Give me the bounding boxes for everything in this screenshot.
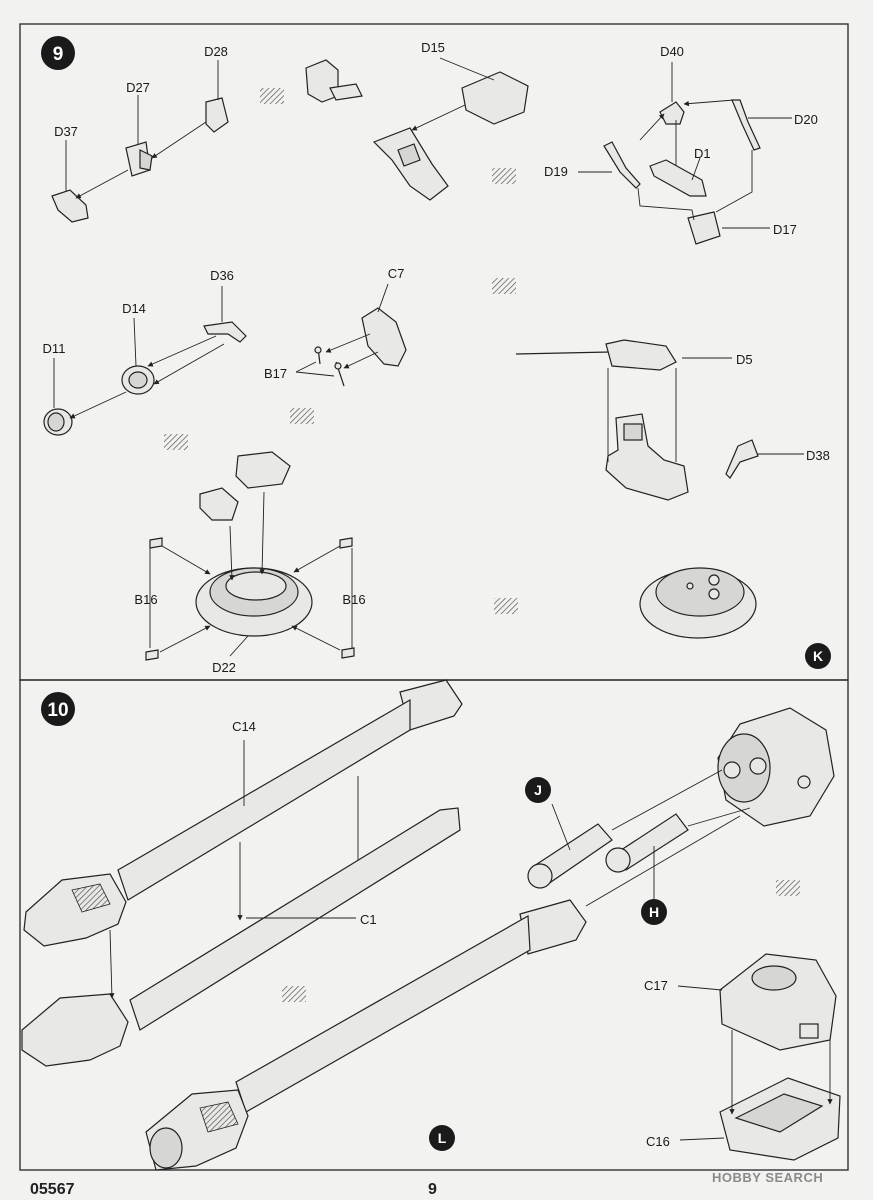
- part-d22-b16-assembly: B16 B16 D22: [134, 451, 366, 675]
- page-number: 9: [428, 1181, 437, 1198]
- marker-l: L: [429, 1125, 455, 1151]
- step9-number: 9: [53, 44, 64, 65]
- product-code: 05567: [30, 1181, 75, 1198]
- part-d15-assembly: D15: [305, 40, 529, 201]
- label-d19: D19: [544, 164, 568, 179]
- svg-text:J: J: [534, 782, 542, 798]
- label-d11: D11: [43, 341, 66, 356]
- hatched-arrow-hint: [282, 986, 306, 1002]
- hatched-arrow-hint: [164, 434, 188, 450]
- part-d5-d38-assembly: D5 D38: [515, 339, 830, 501]
- part-d40-d20-d1-d19-d17-assembly: D40 D20 D1 D19 D17: [544, 44, 818, 245]
- svg-text:H: H: [649, 904, 659, 920]
- label-d1: D1: [694, 146, 711, 161]
- marker-k: K: [805, 643, 831, 669]
- hatched-arrow-hint: [290, 408, 314, 424]
- hatched-arrow-hint: [492, 168, 516, 184]
- label-b17: B17: [264, 366, 287, 381]
- watermark-logo: HOBBY SEARCH: [712, 1170, 824, 1185]
- label-c7: C7: [388, 266, 405, 281]
- step10-badge: 10: [41, 692, 75, 726]
- label-d15: D15: [421, 40, 445, 55]
- part-recoil-cylinders: [527, 769, 751, 907]
- step10-frame: [19, 679, 849, 1171]
- part-d37-d27-d28-assembly: D28 D27 D37: [51, 44, 229, 223]
- marker-j: J: [525, 777, 551, 803]
- label-d5: D5: [736, 352, 753, 367]
- part-c17-c16-assembly: C17 C16: [644, 953, 841, 1161]
- part-c7-b17-assembly: C7 B17: [264, 266, 407, 387]
- label-d37: D37: [54, 124, 78, 139]
- label-d20: D20: [794, 112, 818, 127]
- part-barrel-assembled: [145, 899, 587, 1171]
- part-hatch-ring-completed: [639, 567, 757, 639]
- part-c14-barrel-half: C14: [23, 679, 463, 947]
- hatched-arrow-hint: [494, 598, 518, 614]
- label-c1: C1: [360, 912, 377, 927]
- label-d38: D38: [806, 448, 830, 463]
- label-d14: D14: [122, 301, 146, 316]
- hatched-arrow-hint: [776, 880, 800, 896]
- label-d36: D36: [210, 268, 234, 283]
- svg-text:L: L: [438, 1130, 447, 1146]
- label-d28: D28: [204, 44, 228, 59]
- label-d27: D27: [126, 80, 150, 95]
- part-mantlet-housing: [717, 707, 835, 827]
- part-c1-barrel-half: C1: [21, 807, 461, 1067]
- step10-number: 10: [47, 700, 68, 721]
- label-c17: C17: [644, 978, 668, 993]
- step9-badge: 9: [41, 36, 75, 70]
- hatched-arrow-hint: [492, 278, 516, 294]
- label-d17: D17: [773, 222, 797, 237]
- label-d40: D40: [660, 44, 684, 59]
- label-b16-left: B16: [134, 592, 157, 607]
- label-c14: C14: [232, 719, 256, 734]
- marker-h: H: [641, 899, 667, 925]
- label-d22: D22: [212, 660, 236, 675]
- hatched-arrow-hint: [260, 88, 284, 104]
- label-c16: C16: [646, 1134, 670, 1149]
- part-d36-d14-d11-assembly: D36 D14 D11: [43, 268, 247, 436]
- svg-text:K: K: [813, 648, 823, 664]
- label-b16-right: B16: [342, 592, 365, 607]
